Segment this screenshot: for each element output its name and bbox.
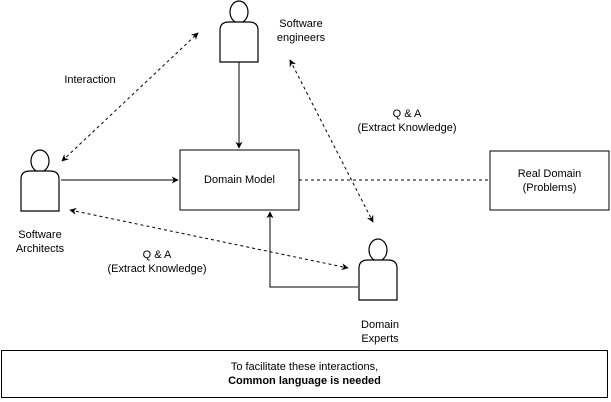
qa-bottom-label-line1: Q & A: [142, 249, 172, 261]
domain-experts-label-line2: Experts: [361, 333, 399, 345]
common-language-note: To facilitate these interactions, Common…: [1, 350, 608, 398]
software-engineers-label-line2: engineers: [276, 32, 326, 44]
real-domain-label-wrap: Real Domain (Problems): [490, 151, 609, 210]
real-domain-label-line1: Real Domain: [517, 167, 582, 180]
software-engineers-label: Software engineers: [270, 17, 332, 45]
software-engineers-actor-icon: [219, 0, 259, 63]
qa-bottom-label-line2: (Extract Knowledge): [107, 263, 207, 275]
qa-top-label-line2: (Extract Knowledge): [357, 122, 457, 134]
edge-architects-experts-qa: [69, 207, 349, 271]
interaction-label-text: Interaction: [64, 74, 116, 86]
real-domain-label-line2: (Problems): [522, 181, 577, 194]
domain-model-label-wrap: Domain Model: [180, 150, 299, 210]
qa-top-label: Q & A (Extract Knowledge): [347, 107, 467, 135]
edge-engineers-experts-qa: [289, 59, 374, 223]
real-domain-box: [489, 150, 610, 211]
software-architects-label: Software Architects: [5, 228, 75, 256]
edge-experts-to-model: [266, 211, 358, 288]
qa-top-label-line1: Q & A: [392, 108, 422, 120]
software-engineers-label-line1: Software: [279, 18, 323, 30]
qa-bottom-label: Q & A (Extract Knowledge): [97, 248, 217, 276]
software-architects-label-line1: Software: [18, 229, 62, 241]
note-line1: To facilitate these interactions,: [230, 361, 379, 373]
domain-experts-label: Domain Experts: [350, 318, 410, 346]
software-architects-actor-icon: [20, 149, 60, 212]
software-architects-label-line2: Architects: [15, 243, 65, 255]
domain-experts-actor-icon: [358, 238, 398, 301]
interaction-label: Interaction: [55, 73, 125, 87]
note-line2: Common language is needed: [228, 375, 381, 387]
edge-architects-engineers-interaction: [61, 32, 199, 162]
domain-experts-label-line1: Domain: [361, 319, 399, 331]
domain-model-label: Domain Model: [204, 174, 275, 186]
domain-model-box: [179, 149, 300, 211]
